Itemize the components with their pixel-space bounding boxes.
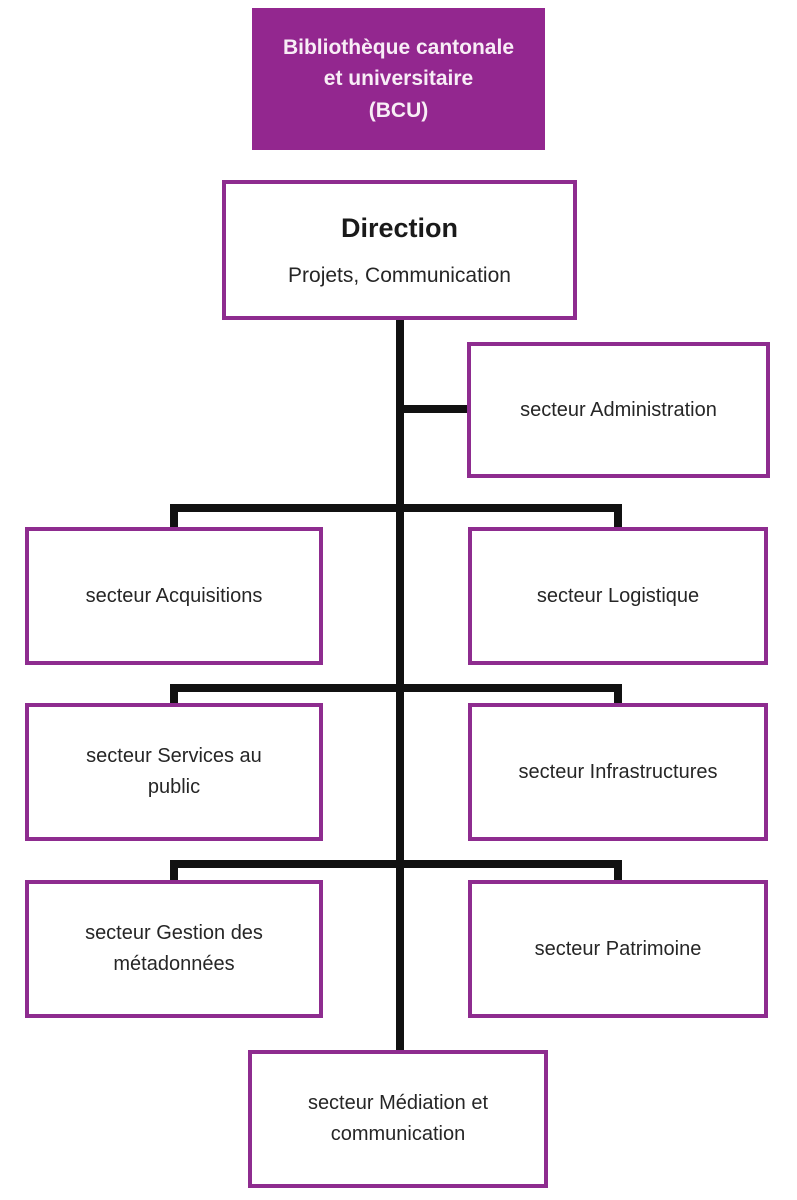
org-node-mediation-et-communication: secteur Médiation et communication bbox=[248, 1050, 548, 1188]
org-node-logistique: secteur Logistique bbox=[468, 527, 768, 665]
bcu-label-line3: (BCU) bbox=[368, 98, 429, 122]
sector-label: secteur Logistique bbox=[536, 584, 700, 607]
org-node-direction: Direction Projets, Communication bbox=[222, 180, 577, 320]
org-node-gestion-des-metadonnees: secteur Gestion des métadonnées bbox=[25, 880, 323, 1018]
sector-label: secteur Gestion des métadonnées bbox=[85, 922, 263, 975]
sector-label: secteur Médiation et communication bbox=[307, 1092, 489, 1145]
connector-row3-left-stub bbox=[170, 684, 178, 703]
connector-row2-horizontal bbox=[170, 504, 622, 512]
connector-branch-administration bbox=[400, 405, 467, 413]
sector-label: secteur Patrimoine bbox=[534, 937, 702, 960]
direction-subtitle: Projets, Communication bbox=[288, 263, 511, 287]
org-node-administration: secteur Administration bbox=[467, 342, 770, 478]
connector-row3-horizontal bbox=[170, 684, 622, 692]
sector-label: secteur Infrastructures bbox=[518, 760, 718, 783]
connector-row4-right-stub bbox=[614, 860, 622, 880]
org-node-acquisitions: secteur Acquisitions bbox=[25, 527, 323, 665]
org-node-services-au-public: secteur Services au public bbox=[25, 703, 323, 841]
sector-label: secteur Services au public bbox=[86, 745, 262, 798]
direction-title: Direction bbox=[340, 212, 459, 243]
org-node-bcu: Bibliothèque cantonale et universitaire … bbox=[252, 8, 545, 150]
connector-row2-left-stub bbox=[170, 504, 178, 527]
sector-label: secteur Administration bbox=[520, 398, 717, 421]
org-node-patrimoine: secteur Patrimoine bbox=[468, 880, 768, 1018]
sector-label: secteur Acquisitions bbox=[85, 584, 263, 607]
org-node-infrastructures: secteur Infrastructures bbox=[468, 703, 768, 841]
connector-row3-right-stub bbox=[614, 684, 622, 703]
connector-row4-left-stub bbox=[170, 860, 178, 880]
bcu-label-line2: et universitaire bbox=[323, 67, 474, 91]
connector-row4-horizontal bbox=[170, 860, 622, 868]
bcu-label-line1: Bibliothèque cantonale bbox=[282, 35, 515, 59]
connector-row2-right-stub bbox=[614, 504, 622, 527]
